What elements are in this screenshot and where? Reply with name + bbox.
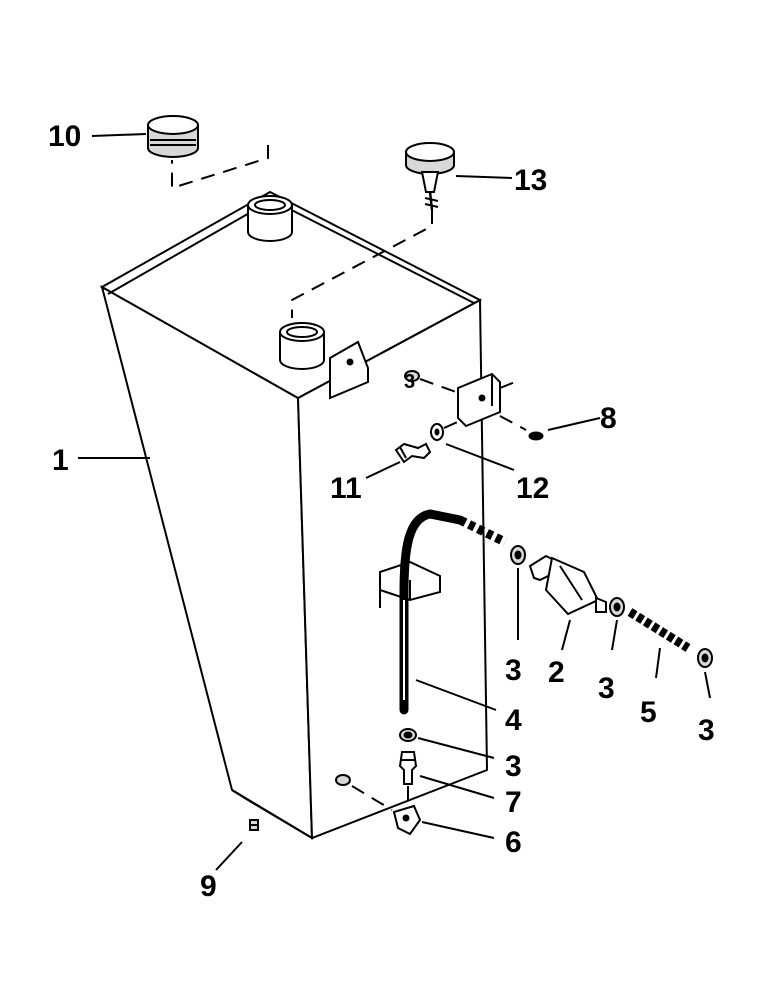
callout-labels: 1 2 3 3 3 3 3 4 5 6 7 8 9 10 11 12 13 [48,120,715,903]
bracket-nut [528,431,544,441]
filler-cap [147,115,199,158]
callout-7: 7 [505,786,522,819]
callout-3a: 3 [505,654,522,687]
callout-3c: 3 [698,714,715,747]
fuel-gauge-sender [405,142,455,211]
cap-dashed-guide [171,145,269,190]
tank-port [335,774,351,786]
callout-5: 5 [640,696,657,729]
drain-fittings [335,728,422,836]
callout-2: 2 [548,656,565,689]
callout-13: 13 [514,164,547,197]
front-filler-neck [279,322,325,370]
callout-1: 1 [52,444,69,477]
bracket-hole [346,358,354,366]
tank-bottom-edge [231,789,313,839]
callout-3b: 3 [598,672,615,705]
callout-8: 8 [600,402,617,435]
callout-11: 11 [330,472,362,505]
filter-assembly [510,545,713,668]
bracket-bolt [394,442,432,464]
fuel-line-assembly [379,509,507,715]
drain-plug [249,819,259,831]
callout-4: 4 [505,704,522,737]
rear-filler-neck [247,195,293,242]
upper-nut [404,370,420,382]
callout-3d: 3 [505,750,522,783]
fuel-hose [399,509,465,715]
fuel-filter [528,554,607,616]
leader-lines [78,133,711,871]
callout-12: 12 [516,472,549,505]
callout-10: 10 [48,120,81,153]
side-bracket-assembly [394,370,544,464]
top-mounting-bracket [329,340,369,400]
outlet-hose [627,608,691,652]
callout-3e: 3 [404,371,415,393]
callout-6: 6 [505,826,522,859]
gauge-dashed-guide [291,210,433,318]
callout-9: 9 [200,870,217,903]
